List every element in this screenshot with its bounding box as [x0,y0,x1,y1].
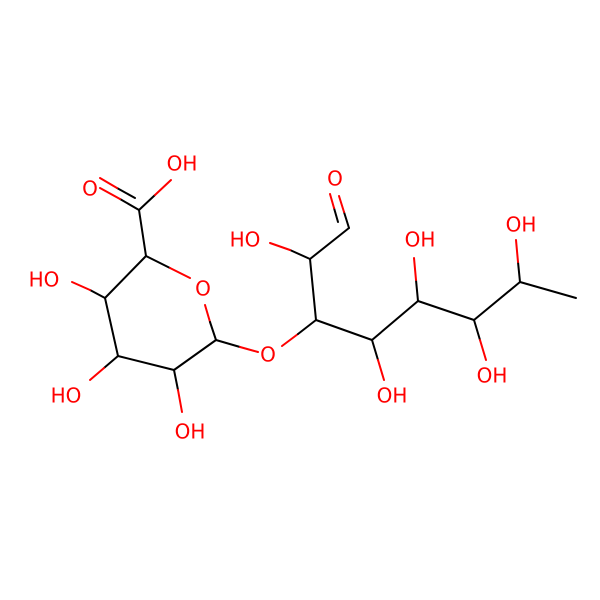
bond-c2p-oh-red [269,242,291,251]
bond-c6-o-double-b-red [99,177,118,189]
bond-c7p-oh-red [515,239,519,263]
bond-c3-oh [103,355,119,369]
bond-c2p-c1p [309,227,350,260]
bond-c1-glyco-o-red [239,346,259,353]
bond-c5-c6 [138,209,147,257]
bond-c7p-methyl [519,281,577,299]
bond-c4p-c5p [371,300,419,341]
bond-c4-c5 [104,255,147,299]
bond-c6-o-double-a-red [99,187,121,200]
bond-c4-oh-red [71,281,91,291]
bond-glyco-o-c3p [297,319,317,335]
bond-c6-oh [138,194,156,211]
bond-c5-ringo [145,255,171,269]
bond-c5p-oh [415,279,419,302]
ring-oxygen-label: O [195,277,211,301]
bond-c2-c3 [117,355,175,371]
bond-c1-glyco-o [215,339,241,348]
bond-c4-oh [89,289,106,299]
bond-c5p-oh-red [413,257,417,281]
bond-c6p-oh [473,319,481,341]
aldehyde-oxygen-label: O [327,167,343,191]
c5p-hydroxyl-label: OH [405,228,436,252]
bond-c4p-oh [371,339,379,361]
bond-c3-c4 [104,297,119,357]
bond-c6p-oh-red [479,339,487,361]
bond-c6p-c7p [473,281,521,321]
bond-c5p-c6p [417,300,475,321]
carboxyl-hydroxyl-label: OH [167,152,198,176]
bond-c1-c2 [173,339,217,371]
bond-c1p-o-b-red [329,193,335,209]
bond-c2-oh [173,369,179,391]
bond-c3p-c2p [309,258,317,321]
bond-c1p-o-a [343,211,350,229]
bond-c4p-oh-red [377,359,385,381]
bond-c6-o-double-a [119,198,140,211]
bond-c3-oh-red [89,367,105,381]
bond-c1p-o-a-red [338,195,345,213]
glycosidic-oxygen-label: O [260,343,276,367]
bond-c3p-c4p [315,319,373,341]
c4-hydroxyl-label: HO [29,268,60,292]
bond-ringo-c1 [209,321,217,341]
bond-c2p-oh [289,249,311,260]
c2-hydroxyl-label: OH [175,420,206,444]
bond-glyco-o-c3p-red [281,333,299,347]
c2p-hydroxyl-label: HO [230,228,261,252]
c3-hydroxyl-label: HO [51,384,82,408]
bond-c6-o-double-b [116,187,136,199]
bond-ringo-c1-red [204,304,211,323]
bond-c2-oh-red [177,389,183,413]
c7p-hydroxyl-label: OH [506,213,537,237]
bond-c6-oh-red [154,179,172,196]
bond-c5-ringo-red [169,267,191,279]
c4p-hydroxyl-label: OH [377,384,408,408]
c6p-hydroxyl-label: OH [477,364,508,388]
bond-c1p-o-b [333,207,339,223]
bond-c7p-oh [517,261,521,283]
carbonyl-oxygen-label: O [82,177,98,201]
